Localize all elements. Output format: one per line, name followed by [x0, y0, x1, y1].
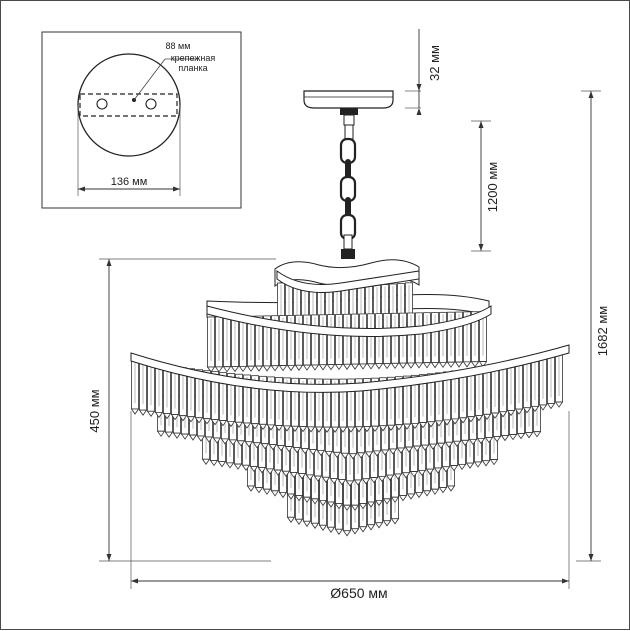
body-height-label: 450 мм	[87, 389, 102, 432]
dimension-total-height: 1682 мм	[576, 90, 610, 562]
mounting-bracket	[79, 93, 178, 117]
dimension-canopy-height: 32 мм	[405, 29, 442, 115]
mount-detail-inset: 88 мм крепежная планка 136 мм	[41, 31, 242, 209]
bracket-label-line2: планка	[178, 63, 207, 73]
dimension-body-height: 450 мм	[87, 258, 276, 562]
bracket-label-line1: крепежная	[171, 53, 216, 63]
canopy-height-label: 32 мм	[427, 45, 442, 81]
chain	[339, 137, 357, 259]
chain-length-label: 1200 мм	[485, 162, 500, 212]
diameter-label: Ø650 мм	[330, 585, 387, 601]
canopy-width-label: 136 мм	[111, 176, 148, 188]
dimension-diameter: Ø650 мм	[130, 411, 570, 601]
chandelier-body	[130, 259, 570, 537]
canopy	[303, 90, 394, 140]
mount-hole-left	[96, 98, 108, 110]
mount-hole-right	[145, 98, 157, 110]
dimension-chain-length: 1200 мм	[471, 120, 500, 252]
hole-spacing-label: 88 мм	[166, 41, 191, 51]
total-height-label: 1682 мм	[595, 306, 610, 356]
